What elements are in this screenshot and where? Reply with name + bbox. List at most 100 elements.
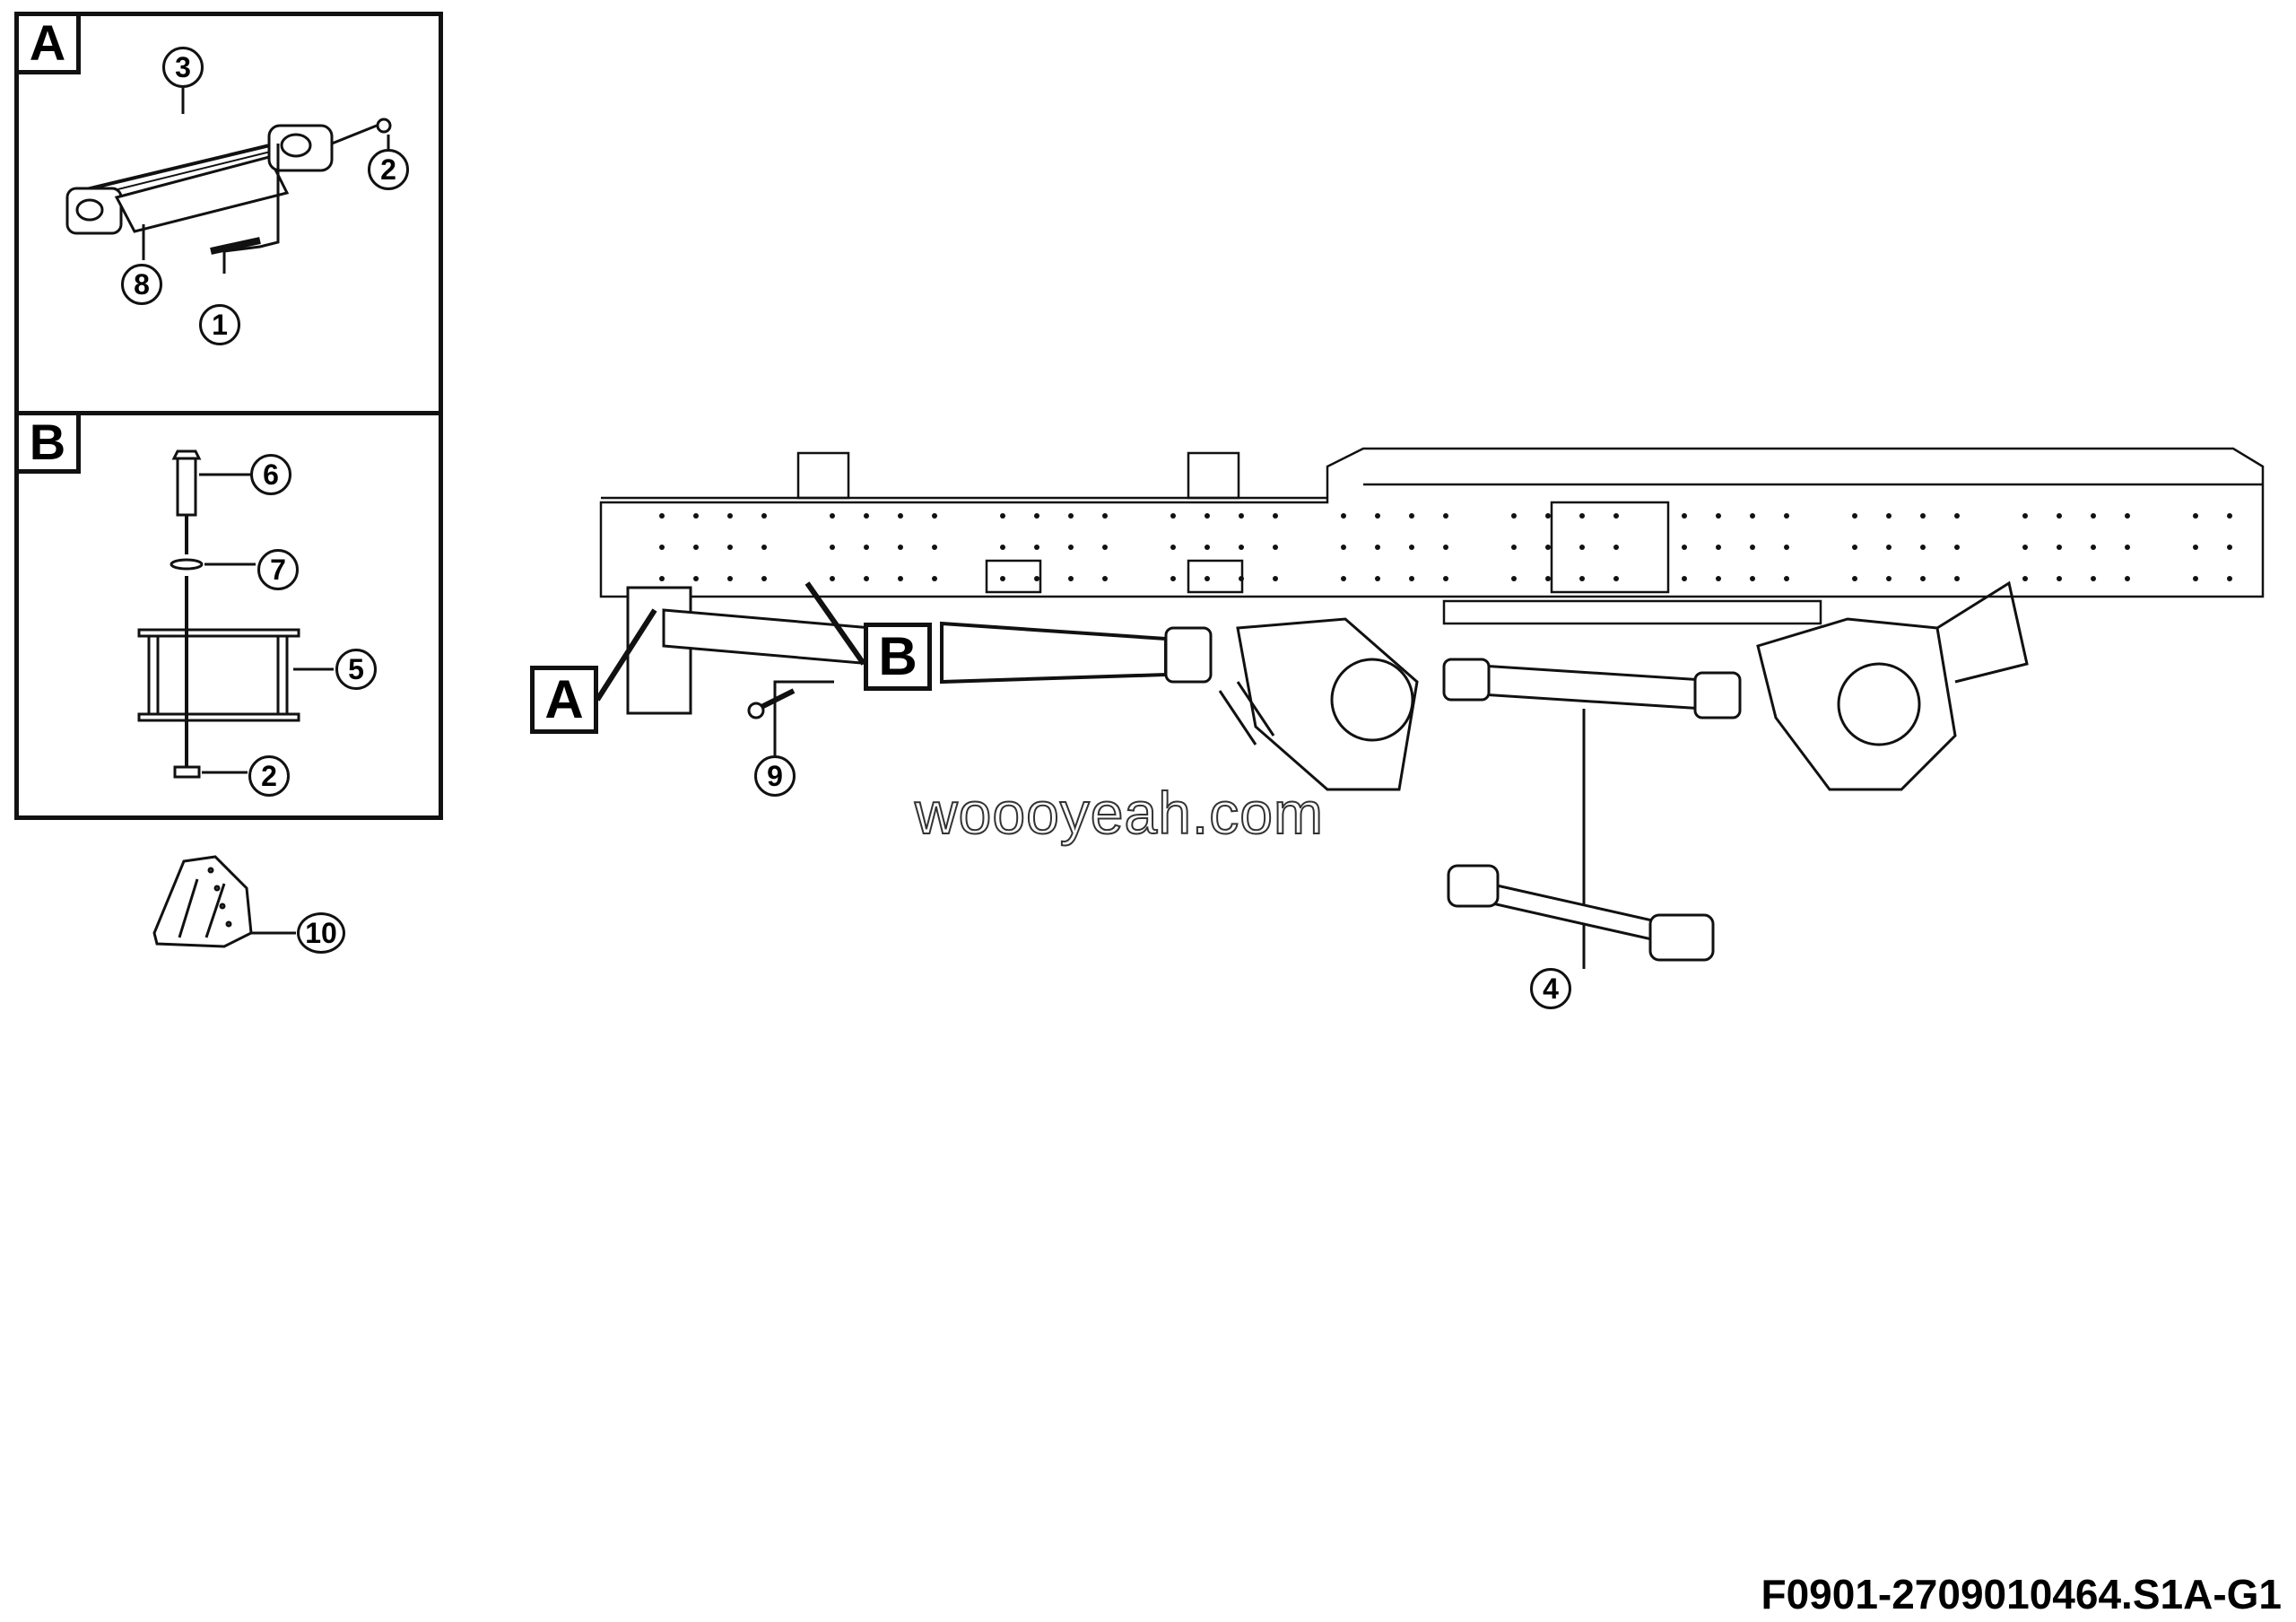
detail-view-b-label: B [14,411,81,474]
callout-4: 4 [1530,968,1571,1009]
rivet-hole [1682,513,1687,519]
rivet-hole [1409,545,1414,550]
rivet-hole [1170,513,1176,519]
rivet-hole [1205,576,1210,581]
rivet-hole [1170,545,1176,550]
callout-6: 6 [250,454,291,495]
rivet-hole [761,513,767,519]
rivet-hole [1068,545,1074,550]
rivet-hole [932,513,937,519]
rivet-hole [1034,576,1039,581]
rivet-hole [1511,513,1517,519]
rivet-hole [727,545,733,550]
rivet-hole [1852,576,1857,581]
rivet-hole [2022,513,2028,519]
rivet-hole [1920,576,1926,581]
rivet-hole [2227,513,2232,519]
detail-view-a-label: A [14,12,81,74]
callout-7: 7 [257,549,299,590]
rivet-hole [932,576,937,581]
rivet-hole [1579,545,1585,550]
callout-1: 1 [199,304,240,345]
callout-10: 10 [297,912,345,954]
rivet-hole [1920,513,1926,519]
callout-8: 8 [121,264,162,305]
rivet-hole [1443,513,1448,519]
rivet-hole [1205,545,1210,550]
rivet-hole [1511,545,1517,550]
rivet-hole [1954,513,1960,519]
rivet-hole [1954,576,1960,581]
rivet-hole [1409,576,1414,581]
rivet-hole [1102,513,1108,519]
main-drive-shafts [595,580,2029,969]
callout-9: 9 [754,755,796,797]
rivet-hole [864,545,869,550]
rivet-hole [2227,545,2232,550]
rivet-hole [1784,576,1789,581]
rivet-hole [864,576,869,581]
rivet-hole [1716,545,1721,550]
rivet-hole [1000,576,1005,581]
rivet-hole [1886,545,1892,550]
rivet-hole [1409,513,1414,519]
rivet-hole [2193,545,2198,550]
rivet-hole [1545,545,1551,550]
callout-3: 3 [162,47,204,88]
rivet-hole [830,545,835,550]
rivet-hole [1205,513,1210,519]
rivet-hole [2022,545,2028,550]
rivet-hole [932,545,937,550]
rivet-hole [1000,545,1005,550]
rivet-hole [1886,576,1892,581]
rivet-hole [727,513,733,519]
rivet-hole [1375,513,1380,519]
mounting-hardware-detail-b [137,449,334,779]
rivet-hole [1852,513,1857,519]
rivet-hole [1443,576,1448,581]
drive-shaft-detail-a [65,88,392,274]
drawing-code: F0901-2709010464.S1A-G1 [1761,1571,2282,1618]
rivet-hole [1750,545,1755,550]
rivet-hole [727,576,733,581]
rivet-hole [1716,576,1721,581]
rivet-hole [659,545,665,550]
callout-2-b: 2 [248,755,290,797]
rivet-hole [2022,576,2028,581]
rivet-hole [693,576,699,581]
rivet-hole [2227,576,2232,581]
rivet-hole [1545,513,1551,519]
rivet-hole [1750,513,1755,519]
rivet-hole [761,576,767,581]
rivet-hole [659,576,665,581]
rivet-hole [1273,513,1278,519]
rivet-hole [2057,576,2062,581]
rivet-hole [1068,513,1074,519]
detail-view-a: A [14,12,443,415]
rivet-hole [1579,513,1585,519]
watermark: woooyeah.com [914,779,1324,847]
rivet-hole [2057,545,2062,550]
detail-view-b: B [14,411,443,820]
rivet-hole [1000,513,1005,519]
callout-2-nut: 2 [368,149,409,190]
rivet-hole [693,513,699,519]
rivet-hole [2125,513,2130,519]
rivet-hole [1579,576,1585,581]
rivet-hole [1511,576,1517,581]
rivet-hole [2057,513,2062,519]
rivet-hole [1784,513,1789,519]
rivet-hole [1545,576,1551,581]
rivet-hole [1613,513,1619,519]
rivet-hole [1239,513,1244,519]
rivet-hole [1750,576,1755,581]
rivet-hole [898,513,903,519]
rivet-hole [1341,545,1346,550]
view-tag-b: B [864,623,932,691]
frame-holes [659,513,2232,581]
rivet-hole [761,545,767,550]
rivet-hole [1954,545,1960,550]
rivet-hole [1273,576,1278,581]
rivet-hole [1273,545,1278,550]
rivet-hole [2125,576,2130,581]
